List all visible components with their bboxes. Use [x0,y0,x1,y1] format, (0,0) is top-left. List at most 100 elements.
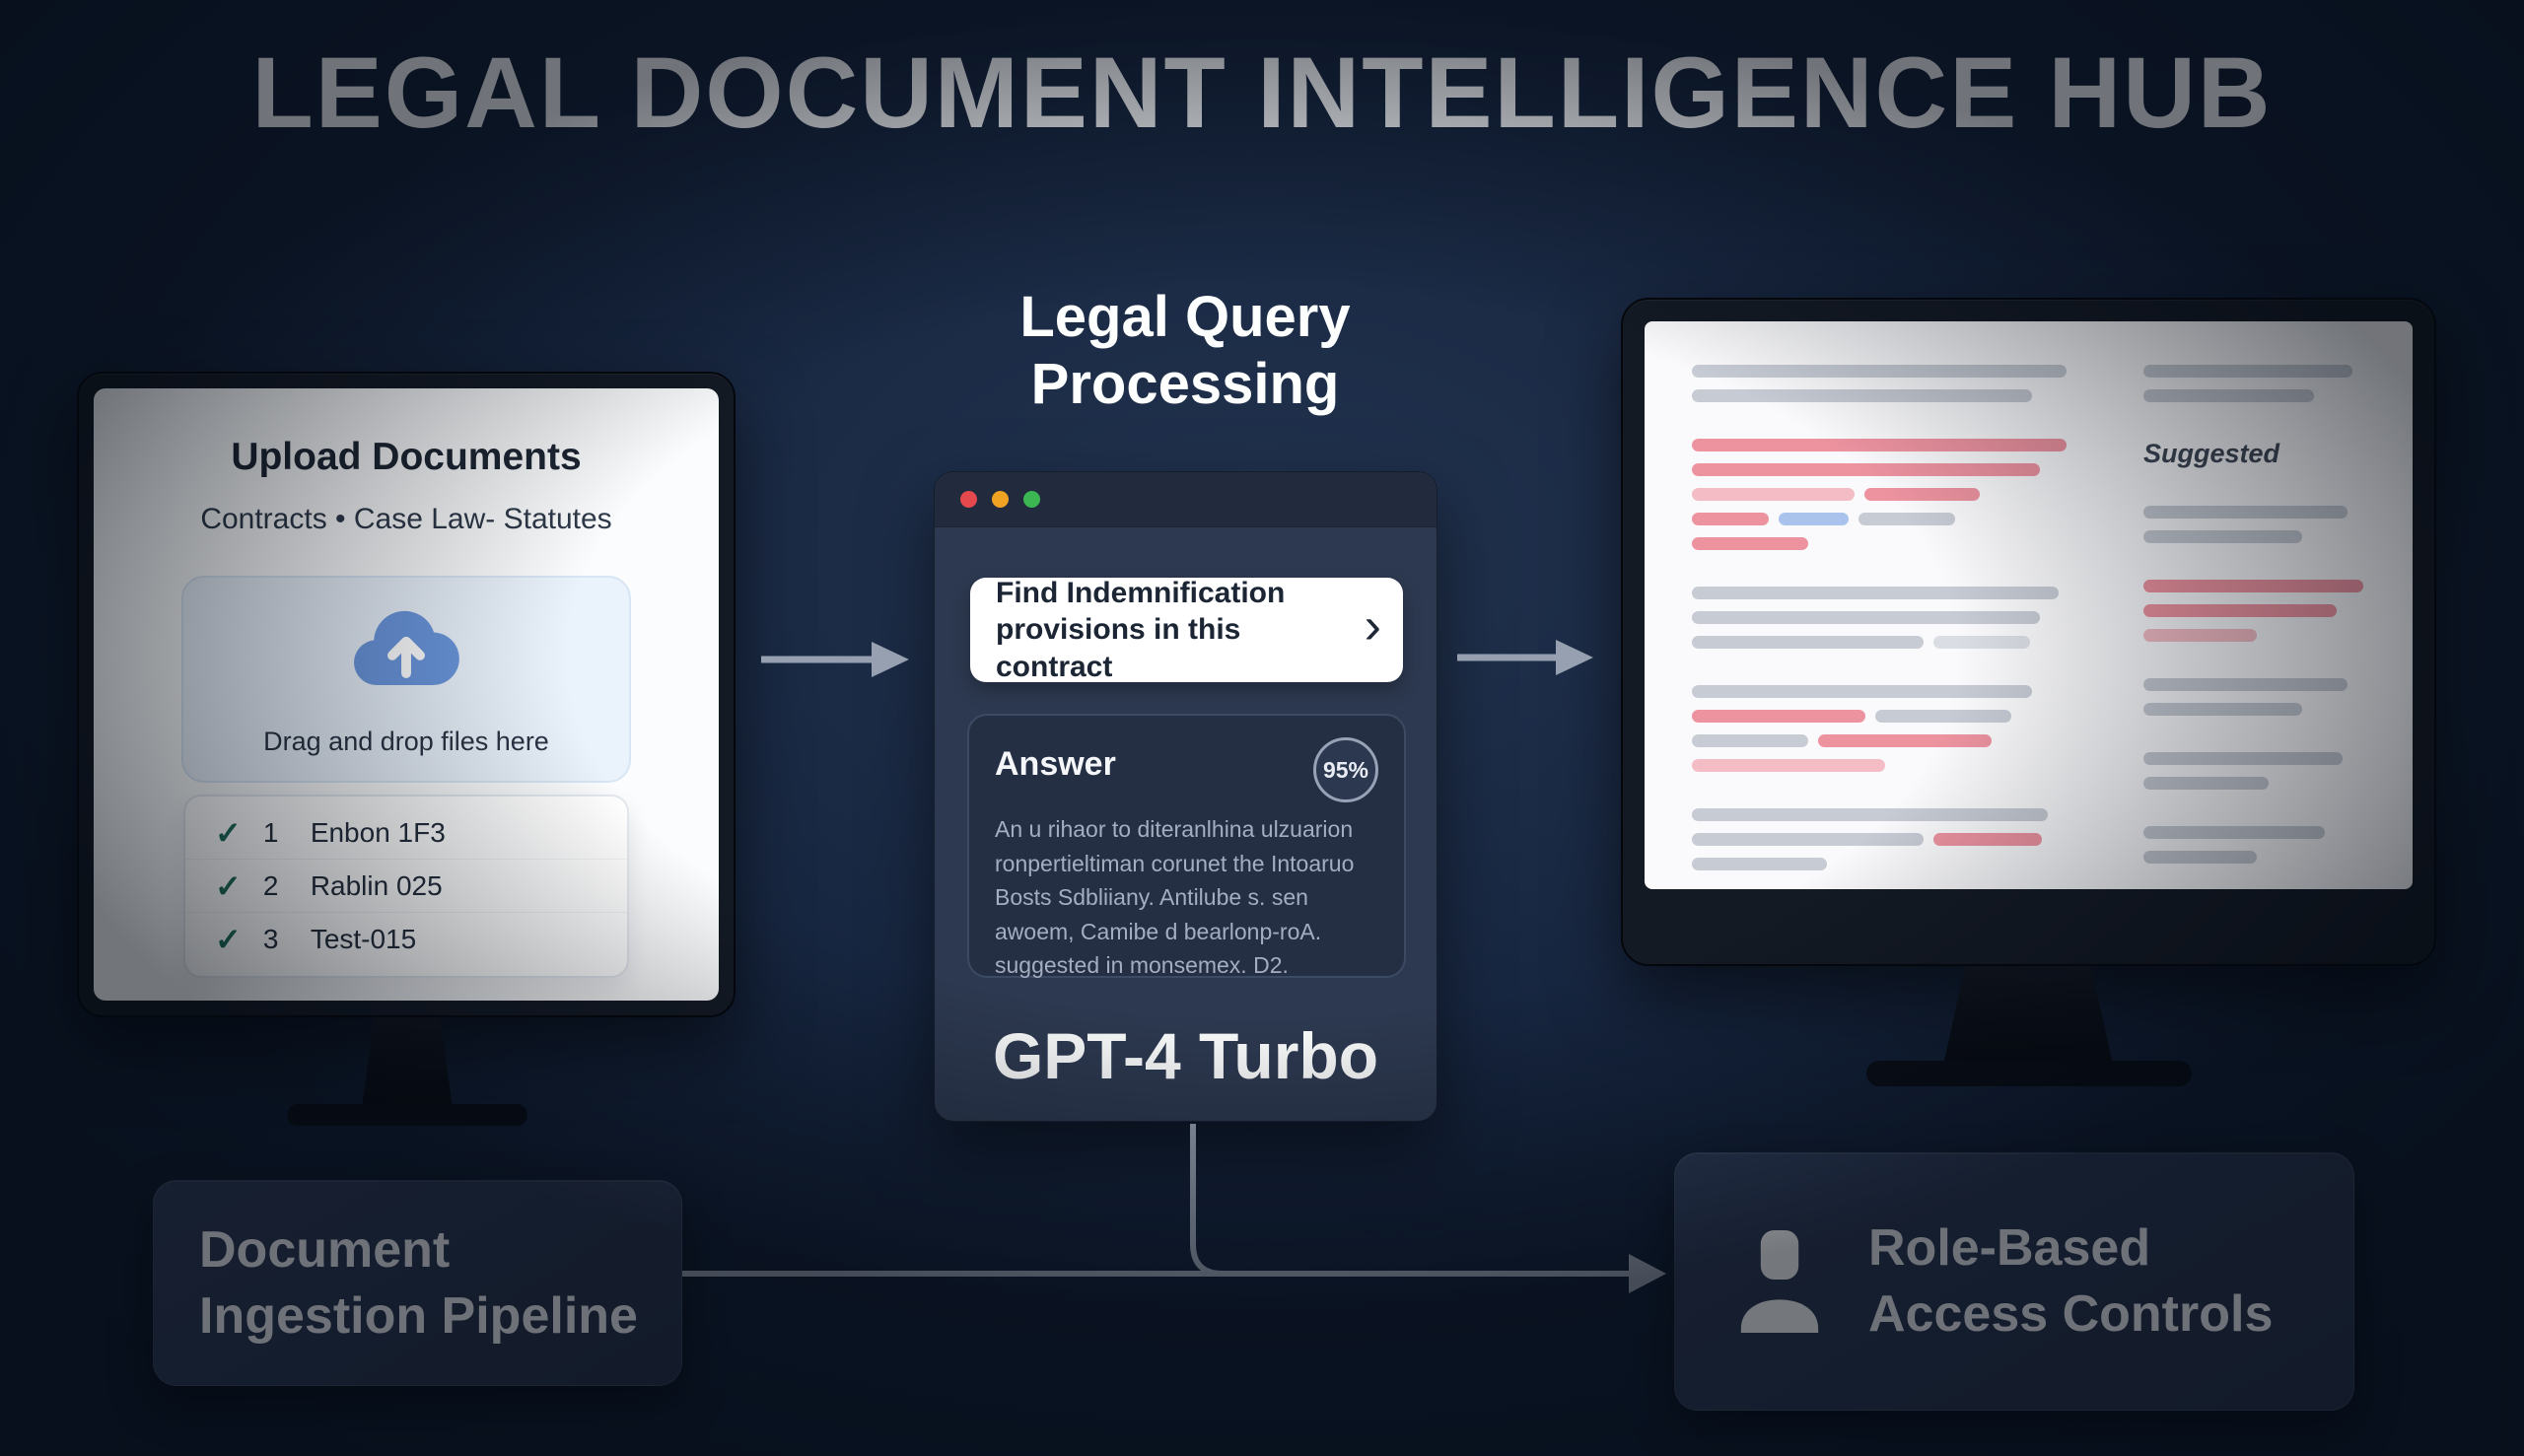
doc-line-segment [2143,752,2344,765]
upload-screen: Upload Documents Contracts • Case Law- S… [94,388,719,1001]
doc-line [1692,365,2078,378]
answer-text: An u rihaor to diteranlhina ulzuarion ro… [995,816,1355,978]
doc-line-segment [2143,506,2348,519]
doc-line [2143,703,2370,716]
doc-line [2143,851,2370,864]
pipeline-label-line1: Document [199,1220,451,1279]
doc-line [1692,562,2078,575]
confidence-badge: 95% [1313,737,1378,802]
doc-line-segment [1692,439,2068,451]
dropzone[interactable]: Drag and drop files here [181,576,631,783]
doc-line [2143,604,2370,617]
cloud-upload-icon [337,595,475,698]
doc-line [2143,530,2370,543]
doc-line [2143,801,2370,814]
check-icon: ✓ [215,867,242,904]
doc-line-segment [2143,530,2302,543]
query-heading-line2: Processing [1030,352,1340,417]
doc-line-segment [1692,537,1808,550]
doc-line [1692,414,2078,427]
document-column-side: Suggested [2143,365,2370,875]
doc-line-segment [1779,513,1849,525]
doc-line-segment [2143,777,2269,790]
query-section-heading: Legal Query Processing [889,284,1481,419]
connector-pipeline-to-access [682,1124,1666,1293]
doc-line-segment [2143,580,2364,592]
doc-line [1692,808,2078,821]
doc-line [1692,660,2078,673]
doc-line [1692,537,2078,550]
file-index: 3 [262,924,279,954]
doc-line [1692,389,2078,402]
monitor-base-left [287,1104,527,1126]
doc-line-segment [1692,759,1885,772]
doc-line-segment [1692,636,1925,649]
doc-line [1692,710,2078,723]
model-label: GPT-4 Turbo [992,1019,1379,1092]
answer-card: Answer 95% An u rihaor to diteranlhina u… [967,714,1406,978]
file-name: Rablin 025 [310,869,443,901]
doc-line [1692,734,2078,747]
chevron-right-icon[interactable]: › [1364,597,1381,655]
doc-line-segment [1692,513,1770,525]
review-monitor: Suggested [1621,298,2436,966]
query-window: Find Indemnification provisions in this … [934,471,1437,1122]
doc-line-segment [1692,710,1866,723]
arrow-query-to-review [1457,640,1593,675]
doc-line-segment [2143,629,2257,642]
document-column-main [1692,365,2078,882]
access-label-line1: Role-Based [1868,1219,2151,1278]
doc-line-segment [1692,808,2048,821]
file-name: Enbon 1F3 [310,816,446,848]
answer-label: Answer [995,745,1116,783]
access-label-line2: Access Controls [1868,1285,2274,1343]
window-maximize-button[interactable] [1023,491,1040,508]
doc-line-segment [1692,389,2032,402]
doc-line-segment [1933,636,2031,649]
doc-line-segment [1933,833,2042,846]
doc-line [1692,587,2078,599]
doc-line [1692,611,2078,624]
file-name: Test-015 [310,924,417,954]
doc-line [1692,833,2078,846]
doc-line [2143,752,2370,765]
doc-line [1692,685,2078,698]
query-text: Find Indemnification provisions in this … [996,576,1286,683]
pipeline-label-line2: Ingestion Pipeline [199,1286,638,1345]
doc-line [2143,654,2370,666]
doc-line [2143,389,2370,402]
doc-line [2143,414,2370,427]
page-title: LEGAL DOCUMENT INTELLIGENCE HUB [251,36,2273,149]
file-index: 1 [262,816,279,848]
window-close-button[interactable] [960,491,977,508]
window-minimize-button[interactable] [992,491,1009,508]
doc-line-segment [1692,858,1828,870]
doc-line [1692,513,2078,525]
review-screen: Suggested [1645,321,2413,889]
doc-line [1692,759,2078,772]
user-icon [1732,1216,1827,1347]
doc-line [1692,858,2078,870]
doc-line [2143,777,2370,790]
doc-line [2143,678,2370,691]
doc-line [2143,728,2370,740]
query-heading-line1: Legal Query [1019,285,1351,349]
doc-line [2143,365,2370,378]
doc-line-segment [2143,703,2302,716]
doc-line-segment [1692,488,1855,501]
file-list-item: ✓ 1 Enbon 1F3 [185,806,627,860]
doc-line-segment [1817,734,1992,747]
pipeline-box: Document Ingestion Pipeline [153,1180,682,1386]
doc-line-segment [2143,851,2257,864]
doc-line [1692,463,2078,476]
doc-line [2143,629,2370,642]
query-input-card[interactable]: Find Indemnification provisions in this … [970,577,1403,683]
upload-monitor: Upload Documents Contracts • Case Law- S… [77,372,736,1017]
doc-line-segment [2143,604,2337,617]
doc-line-segment [2143,826,2325,839]
check-icon: ✓ [215,814,242,851]
monitor-base-right [1866,1061,2192,1086]
upload-heading: Upload Documents [231,436,582,478]
